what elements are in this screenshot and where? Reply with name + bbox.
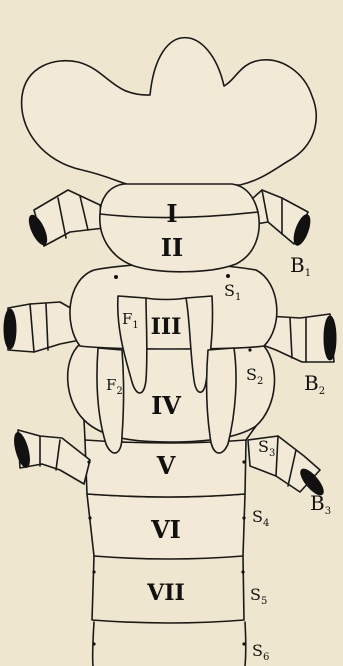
wing-pad-2-right	[207, 348, 236, 453]
spiracle-dot-5-right	[241, 570, 244, 573]
spiracle-dot-1-left	[114, 275, 118, 279]
spiracle-label-s4: S4	[252, 507, 269, 529]
segment-label-vii: VII	[146, 580, 185, 606]
segment-label-ii: II	[161, 233, 183, 262]
segment-viii-lines	[93, 622, 246, 666]
spiracle-dot-4-right	[242, 516, 245, 519]
leg-2-left	[4, 302, 80, 352]
spiracle-dot-3-right	[242, 460, 245, 463]
leg-label-b3: B3	[310, 491, 331, 517]
spiracle-dot-4-left	[88, 516, 91, 519]
spiracle-dot-6-right	[242, 642, 245, 645]
spiracle-dot-1-right	[226, 274, 230, 278]
leg-label-b1: B1	[290, 253, 311, 279]
spiracle-dot-5-left	[92, 570, 95, 573]
segment-label-v: V	[156, 451, 176, 480]
segment-label-vi: VI	[150, 515, 181, 544]
spiracle-label-s6: S6	[252, 641, 269, 663]
head-capsule	[22, 38, 317, 185]
segment-label-iv: IV	[151, 391, 181, 420]
wing-pad-2-left	[97, 348, 124, 453]
spiracle-dot-3-left	[87, 460, 90, 463]
spiracle-dot-2-right	[248, 348, 251, 351]
spiracle-label-s5: S5	[250, 585, 267, 607]
leg-3-left	[12, 430, 90, 484]
leg-1-left	[26, 190, 104, 247]
spiracle-dot-6-left	[92, 642, 95, 645]
segment-label-iii: III	[151, 314, 182, 340]
leg-label-b2: B2	[304, 371, 325, 397]
segment-label-i: I	[166, 199, 177, 228]
